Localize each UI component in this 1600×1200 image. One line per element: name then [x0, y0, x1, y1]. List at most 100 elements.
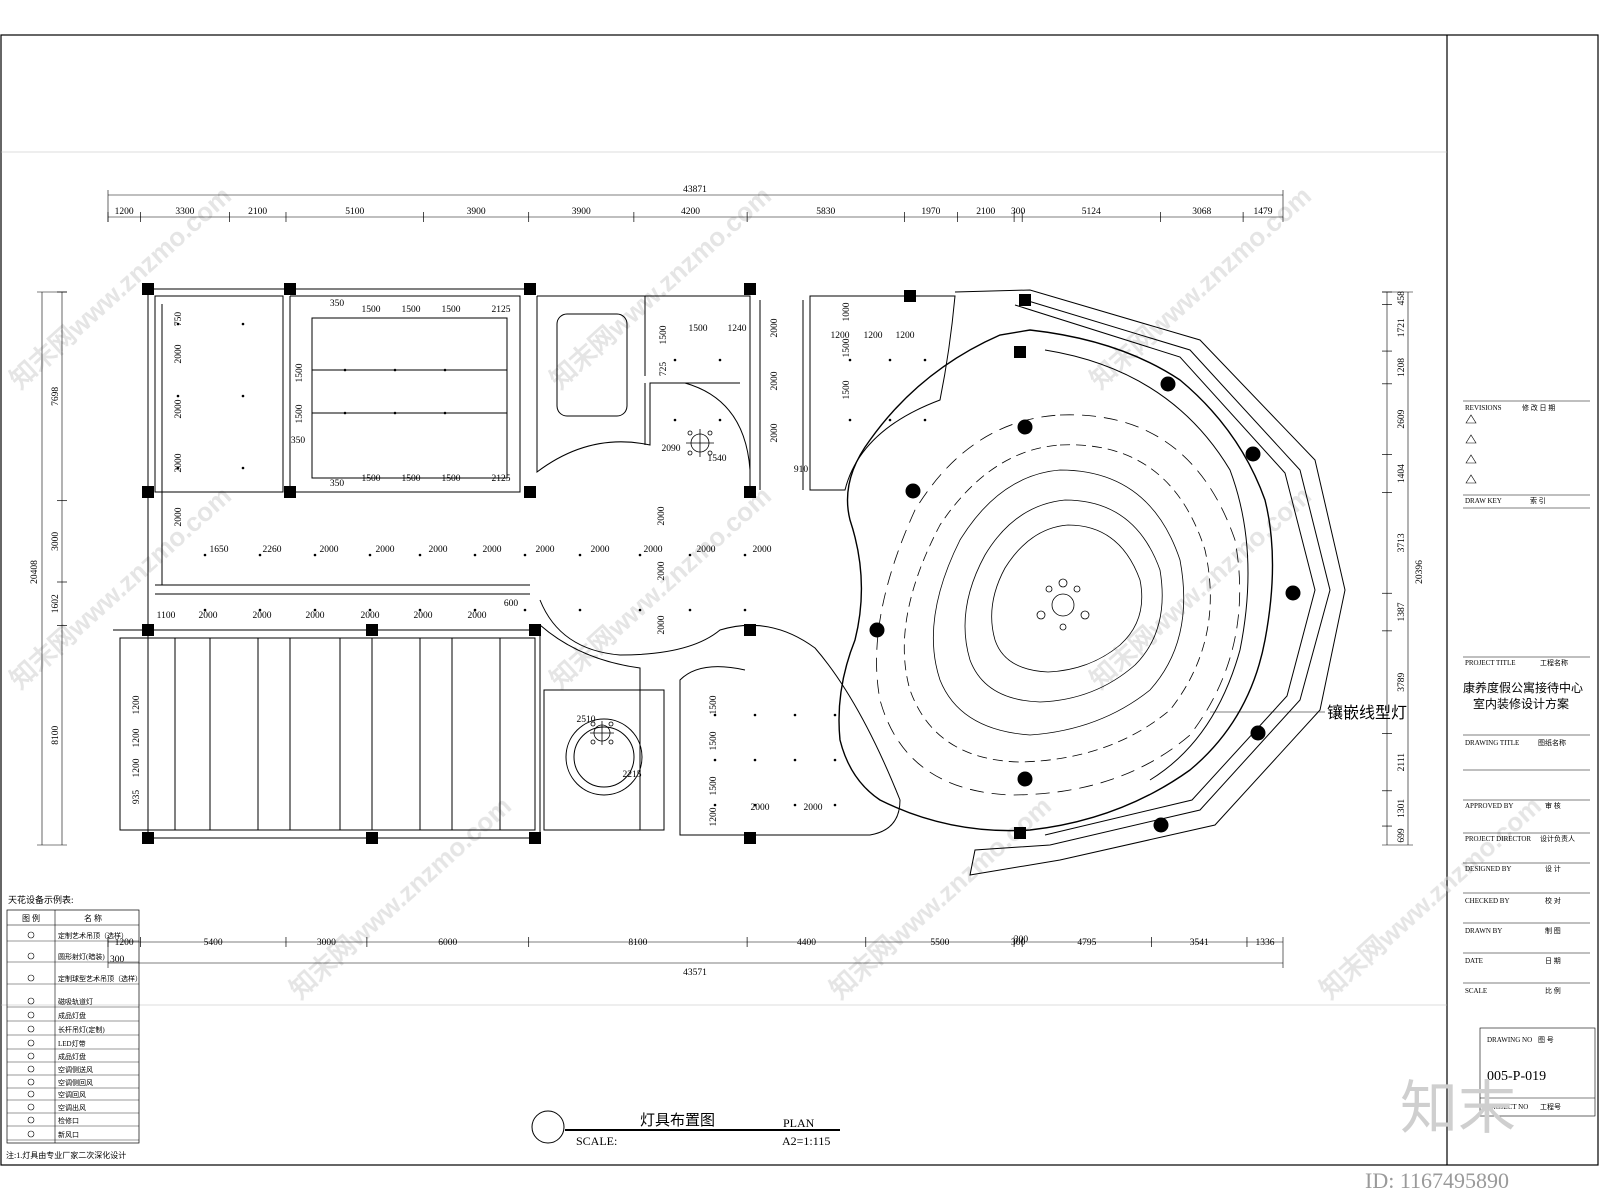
inner-dim-value: 2000: [644, 545, 663, 555]
column: [524, 283, 536, 295]
chandelier-icon: [686, 429, 714, 457]
tb-revisions-cn: 修 改 日 期: [1522, 403, 1555, 412]
spotlight: [833, 758, 837, 762]
dim-value: 5100: [345, 207, 364, 217]
drawing-title-cn: 灯具布置图: [640, 1112, 715, 1129]
spotlight: [313, 608, 317, 612]
dim-bottom-total: 43571: [683, 968, 707, 978]
inner-dim-value: 2000: [468, 611, 487, 621]
column: [142, 283, 154, 295]
inner-dim-value: 1200: [132, 695, 142, 714]
spotlight: [888, 358, 892, 362]
spotlight: [713, 758, 717, 762]
spotlight: [418, 608, 422, 612]
spotlight: [713, 713, 717, 717]
legend-symbol-icon: [27, 1065, 35, 1073]
tb-approved-by: APPROVED BY: [1465, 802, 1513, 810]
inner-dim-value: 935: [132, 790, 142, 805]
inner-dim-value: 2000: [376, 545, 395, 555]
pendant-light: [1160, 376, 1176, 392]
legend-symbol-icon: [27, 1078, 35, 1086]
legend-rows: 定制艺术吊顶（选样）圆形射灯(暗装)定制球型艺术吊顶（选样）磁吸轨道灯成品灯盘长…: [7, 931, 142, 1141]
watermark-text-6: 知末网www.znzmo.com: [1084, 480, 1317, 694]
tb-date: DATE: [1465, 957, 1483, 965]
legend-item-label: 检修口: [58, 1116, 79, 1125]
dim-value: 5830: [816, 207, 835, 217]
tb-checked-by: CHECKED BY: [1465, 897, 1510, 905]
tb-drawing-no-cn: 图 号: [1538, 1036, 1554, 1044]
spotlight: [368, 608, 372, 612]
tb-project-no: PROJECT NO: [1487, 1103, 1528, 1111]
spotlight: [176, 466, 180, 470]
legend-col-name: 名 称: [84, 913, 102, 923]
column: [744, 283, 756, 295]
legend-symbol-icon: [27, 1090, 35, 1098]
pendant-light: [905, 483, 921, 499]
spotlight: [793, 758, 797, 762]
tb-drawn-by: DRAWN BY: [1465, 927, 1502, 935]
spotlight: [743, 553, 747, 557]
inner-dim-value: 1200: [132, 758, 142, 777]
dim-value: 1208: [1397, 358, 1407, 377]
legend-table: 天花设备示例表: 图 例 名 称 定制艺术吊顶（选样）圆形射灯(暗装)定制球型艺…: [6, 894, 142, 1160]
spotlight: [393, 411, 397, 415]
inner-dim-value: 1200: [831, 331, 850, 341]
dim-value: 3900: [467, 207, 486, 217]
building-walls: [113, 288, 1346, 876]
dim-value: 8100: [628, 938, 647, 948]
spotlight: [923, 418, 927, 422]
dim-value: 699: [1397, 828, 1407, 843]
dim-left-total: 20408: [30, 560, 40, 584]
dim-value: 1387: [1397, 602, 1407, 621]
spotlight: [793, 803, 797, 807]
tb-project-director-cn: 设计负责人: [1540, 834, 1575, 843]
spotlight: [578, 553, 582, 557]
dim-value: 1336: [1255, 938, 1274, 948]
scale-label: SCALE:: [576, 1134, 617, 1148]
inner-dim-value: 2000: [199, 611, 218, 621]
callout-text: 镶嵌线型灯: [1327, 703, 1407, 722]
legend-item-label: 成品灯盘: [58, 1052, 86, 1061]
inner-dim-value: 1000: [842, 302, 852, 321]
tb-drawing-title-cn: 图纸名称: [1538, 738, 1566, 747]
inner-dim-value: 2000: [361, 611, 380, 621]
inner-dim-value: 1500: [295, 363, 305, 382]
revision-marks: [1465, 414, 1477, 484]
dim-value: 5400: [204, 938, 223, 948]
inner-dim-value: 1540: [708, 454, 727, 464]
legend-item-label: 圆形射灯(暗装): [58, 952, 105, 961]
dim-value: 1301: [1397, 799, 1407, 818]
dimension-right-segments: 4581721120826091404371313873789211113016…: [1382, 291, 1407, 843]
inner-dim-value: 2000: [174, 399, 184, 418]
legend-note: 注:1.灯具由专业厂家二次深化设计: [6, 1150, 126, 1160]
dim-value: 3000: [51, 532, 61, 551]
dimension-top: [107, 190, 1284, 222]
column: [366, 832, 378, 844]
column: [744, 486, 756, 498]
legend-symbol-icon: [27, 1130, 35, 1138]
dim-top-total: 43871: [683, 185, 707, 195]
dim-value: 4400: [797, 938, 816, 948]
inner-dim-value: 1200: [132, 728, 142, 747]
tb-designed-by-cn: 设 计: [1545, 864, 1561, 873]
inner-dim-value: 2215: [623, 770, 642, 780]
legend-symbol-icon: [27, 1011, 35, 1019]
spotlight: [718, 358, 722, 362]
legend-item-label: 长杆吊灯(定制): [58, 1025, 105, 1034]
dim-bottom-extra-a: 300: [110, 955, 125, 965]
tb-approved-by-cn: 审 核: [1545, 801, 1561, 810]
column: [284, 486, 296, 498]
inner-dim-value: 1500: [442, 474, 461, 484]
tb-scale-cn: 比 例: [1545, 986, 1561, 995]
tb-project-director: PROJECT DIRECTOR: [1465, 835, 1531, 843]
spotlight: [343, 368, 347, 372]
spotlight: [688, 608, 692, 612]
pendant-light: [1250, 725, 1266, 741]
spotlight: [718, 418, 722, 422]
inner-dim-value: 350: [291, 436, 306, 446]
inner-dim-value: 2510: [577, 715, 596, 725]
tb-date-cn: 日 期: [1545, 957, 1561, 965]
tb-project-name-1: 康养度假公寓接待中心: [1463, 680, 1583, 695]
